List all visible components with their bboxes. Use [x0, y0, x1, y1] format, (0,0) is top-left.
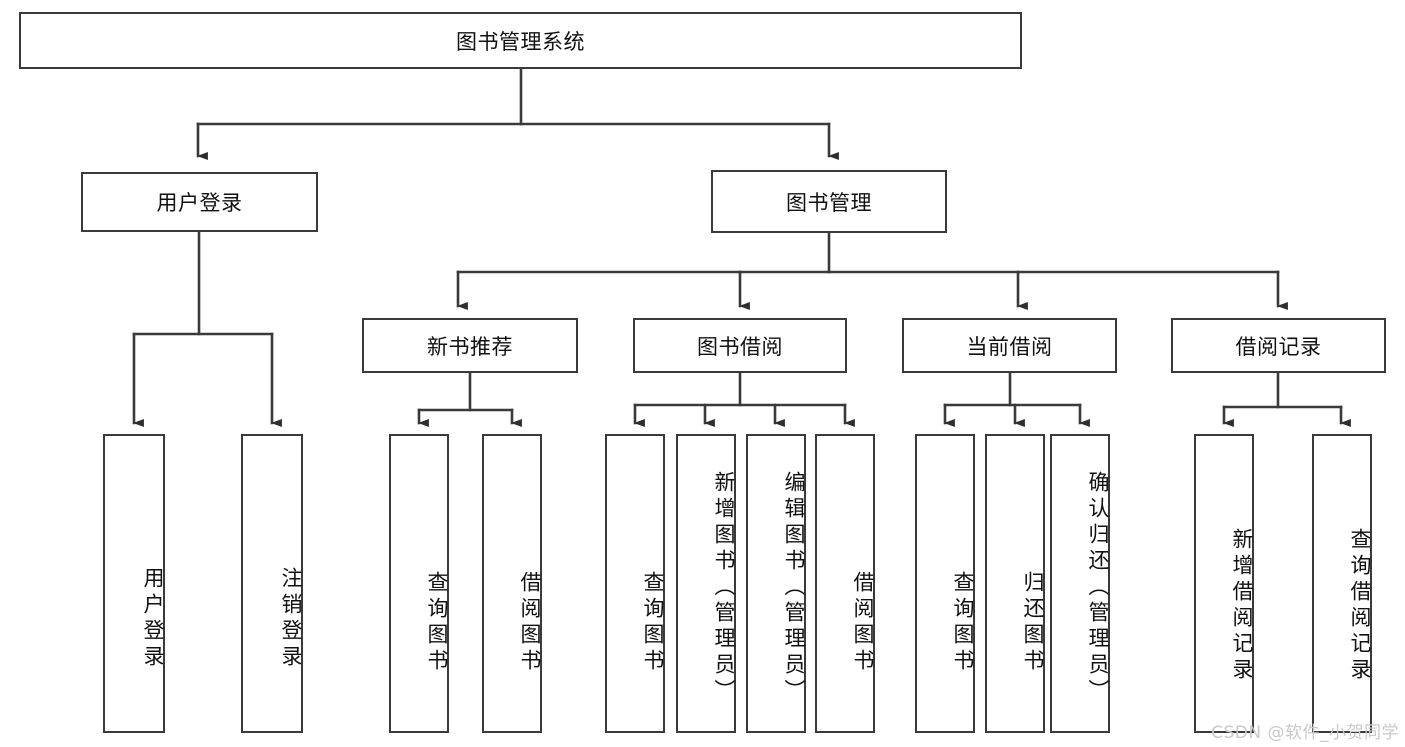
- node-root-label: 图书管理系统: [456, 29, 585, 54]
- node-new-book-recommend-label: 新书推荐: [427, 334, 513, 359]
- node-leaf-query-book-3-label: 查询图书: [951, 570, 975, 675]
- node-leaf-confirm-return[interactable]: 确认归还（管理员）: [1050, 434, 1110, 733]
- node-borrow-record-label: 借阅记录: [1235, 334, 1322, 359]
- csdn-watermark: CSDN @软件_小贺同学: [1211, 723, 1399, 743]
- node-leaf-edit-book-label: 编辑图书（管理员）: [782, 470, 806, 705]
- node-book-borrow[interactable]: 图书借阅: [633, 318, 847, 373]
- node-new-book-recommend[interactable]: 新书推荐: [362, 318, 578, 373]
- node-book-borrow-label: 图书借阅: [697, 334, 783, 359]
- node-leaf-query-record[interactable]: 查询借阅记录: [1312, 434, 1372, 733]
- node-leaf-user-logout-label: 注销登录: [279, 566, 303, 671]
- node-leaf-query-book-2-label: 查询图书: [641, 570, 665, 675]
- node-leaf-user-login-label: 用户登录: [141, 566, 165, 671]
- node-leaf-add-record-label: 新增借阅记录: [1230, 528, 1254, 684]
- node-leaf-user-login[interactable]: 用户登录: [103, 434, 165, 733]
- node-leaf-query-record-label: 查询借阅记录: [1348, 528, 1372, 684]
- node-leaf-borrow-book-2-label: 借阅图书: [851, 570, 875, 675]
- node-user-login-label: 用户登录: [156, 191, 243, 215]
- node-current-borrow-label: 当前借阅: [966, 334, 1053, 359]
- node-leaf-query-book-1-label: 查询图书: [425, 570, 449, 675]
- node-leaf-return-book[interactable]: 归还图书: [985, 434, 1045, 733]
- node-leaf-query-book-2[interactable]: 查询图书: [605, 434, 665, 733]
- node-book-management[interactable]: 图书管理: [711, 170, 947, 233]
- node-leaf-confirm-return-label: 确认归还（管理员）: [1086, 470, 1110, 705]
- node-leaf-add-record[interactable]: 新增借阅记录: [1194, 434, 1254, 733]
- node-leaf-add-book-label: 新增图书（管理员）: [712, 470, 736, 705]
- node-leaf-user-logout[interactable]: 注销登录: [241, 434, 303, 733]
- node-leaf-borrow-book-2[interactable]: 借阅图书: [815, 434, 875, 733]
- node-leaf-query-book-3[interactable]: 查询图书: [915, 434, 975, 733]
- node-book-management-label: 图书管理: [786, 190, 872, 215]
- node-leaf-edit-book[interactable]: 编辑图书（管理员）: [746, 434, 806, 733]
- node-leaf-query-book-1[interactable]: 查询图书: [389, 434, 449, 733]
- node-current-borrow[interactable]: 当前借阅: [902, 318, 1117, 373]
- node-leaf-return-book-label: 归还图书: [1021, 570, 1045, 675]
- node-leaf-borrow-book-1[interactable]: 借阅图书: [482, 434, 542, 733]
- node-user-login[interactable]: 用户登录: [81, 172, 318, 232]
- node-leaf-add-book[interactable]: 新增图书（管理员）: [676, 434, 736, 733]
- node-root[interactable]: 图书管理系统: [19, 12, 1022, 69]
- node-borrow-record[interactable]: 借阅记录: [1171, 318, 1386, 373]
- node-leaf-borrow-book-1-label: 借阅图书: [518, 570, 542, 675]
